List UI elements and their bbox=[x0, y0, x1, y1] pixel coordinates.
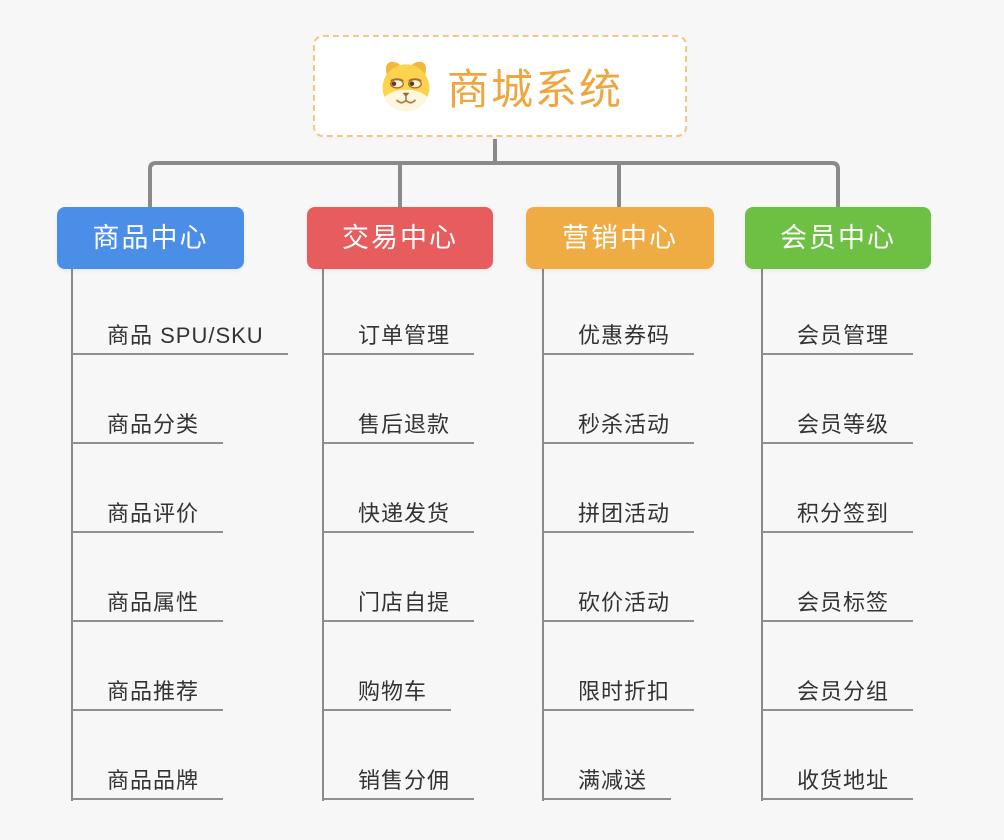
subtopic-node[interactable]: 会员管理 bbox=[762, 321, 914, 355]
subtopic-node[interactable]: 限时折扣 bbox=[543, 677, 695, 711]
subtopic-node[interactable]: 会员分组 bbox=[762, 677, 914, 711]
subtopic-node[interactable]: 快递发货 bbox=[323, 499, 475, 533]
subtopic-node[interactable]: 售后退款 bbox=[323, 410, 475, 444]
subtopic-column-marketing: 优惠券码 秒杀活动 拼团活动 砍价活动 限时折扣 满减送 bbox=[543, 321, 783, 840]
branch-node-marketing-center[interactable]: 营销中心 bbox=[526, 207, 714, 269]
subtopic-node[interactable]: 商品分类 bbox=[72, 410, 224, 444]
subtopic-node[interactable]: 销售分佣 bbox=[323, 766, 475, 800]
doge-icon bbox=[382, 61, 430, 112]
branch-bus-connector bbox=[148, 161, 840, 208]
subtopic-node[interactable]: 砍价活动 bbox=[543, 588, 695, 622]
subtopic-node[interactable]: 门店自提 bbox=[323, 588, 475, 622]
branch-node-product-center[interactable]: 商品中心 bbox=[57, 207, 244, 269]
subtopic-node[interactable]: 满减送 bbox=[543, 766, 672, 800]
branch-node-member-center[interactable]: 会员中心 bbox=[745, 207, 931, 269]
subtopic-column-member: 会员管理 会员等级 积分签到 会员标签 会员分组 收货地址 bbox=[762, 321, 1002, 840]
subtopic-node[interactable]: 商品品牌 bbox=[72, 766, 224, 800]
branch-node-trade-center[interactable]: 交易中心 bbox=[307, 207, 493, 269]
subtopic-node[interactable]: 积分签到 bbox=[762, 499, 914, 533]
subtopic-node[interactable]: 收货地址 bbox=[762, 766, 914, 800]
subtopic-node[interactable]: 会员等级 bbox=[762, 410, 914, 444]
subtopic-node[interactable]: 商品评价 bbox=[72, 499, 224, 533]
subtopic-node[interactable]: 订单管理 bbox=[323, 321, 475, 355]
subtopic-node[interactable]: 拼团活动 bbox=[543, 499, 695, 533]
subtopic-node[interactable]: 商品 SPU/SKU bbox=[72, 321, 288, 355]
root-topic-node[interactable]: 商城系统 bbox=[313, 35, 687, 137]
subtopic-column-product: 商品 SPU/SKU 商品分类 商品评价 商品属性 商品推荐 商品品牌 bbox=[72, 321, 312, 840]
subtopic-node[interactable]: 秒杀活动 bbox=[543, 410, 695, 444]
root-topic-title: 商城系统 bbox=[446, 65, 623, 113]
subtopic-node[interactable]: 购物车 bbox=[323, 677, 452, 711]
subtopic-node[interactable]: 会员标签 bbox=[762, 588, 914, 622]
subtopic-node[interactable]: 优惠券码 bbox=[543, 321, 695, 355]
subtopic-node[interactable]: 商品属性 bbox=[72, 588, 224, 622]
subtopic-node[interactable]: 商品推荐 bbox=[72, 677, 224, 711]
subtopic-column-trade: 订单管理 售后退款 快递发货 门店自提 购物车 销售分佣 bbox=[323, 321, 563, 840]
